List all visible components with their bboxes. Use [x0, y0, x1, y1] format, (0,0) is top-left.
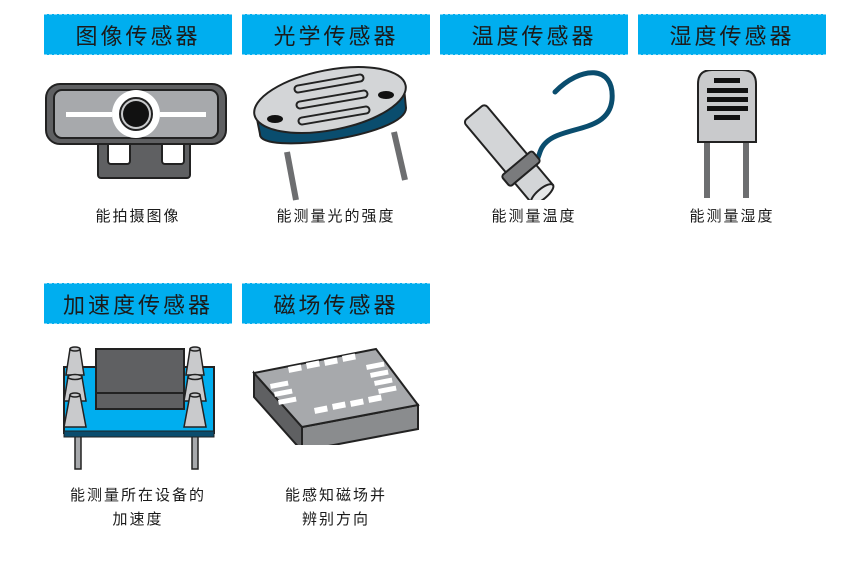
humidity-sensor-icon	[697, 70, 757, 198]
magnetometer-chip-icon	[252, 347, 420, 445]
sensor-title-banner: 磁场传感器	[242, 283, 430, 324]
caption-line: 能测量光的强度	[276, 207, 396, 225]
sensor-title-banner: 湿度传感器	[638, 14, 826, 55]
photoresistor-icon	[253, 66, 408, 201]
caption-line: 能感知磁场并	[284, 486, 387, 504]
sensor-card-image: 图像传感器 能拍摄图像	[44, 14, 232, 225]
sensor-caption: 能测量所在设备的 加速度	[44, 483, 232, 531]
sensor-card-magnetic: 磁场传感器 能感知磁场并 辨别方向	[242, 283, 430, 528]
sensor-title-banner: 光学传感器	[242, 14, 430, 55]
sensor-caption: 能测量温度	[440, 204, 628, 228]
sensor-card-acceleration: 加速度传感器 能测量所在设备的 加速度	[44, 283, 232, 528]
sensor-title-banner: 加速度传感器	[44, 283, 232, 324]
sensor-card-light: 光学传感器 能测量光的强度	[242, 14, 430, 225]
caption-line: 辨别方向	[301, 510, 370, 528]
sensor-title-banner: 图像传感器	[44, 14, 232, 55]
caption-line: 能测量温度	[491, 207, 577, 225]
sensor-card-humidity: 湿度传感器 能测量湿度	[638, 14, 826, 225]
caption-line: 能测量所在设备的	[69, 486, 206, 504]
sensor-caption: 能测量光的强度	[242, 204, 430, 228]
caption-line: 能拍摄图像	[95, 207, 181, 225]
caption-line: 加速度	[112, 510, 164, 528]
sensor-card-temperature: 温度传感器 能测量温度	[440, 14, 628, 225]
sensor-caption: 能拍摄图像	[44, 204, 232, 228]
caption-line: 能测量湿度	[689, 207, 775, 225]
accelerometer-board-icon	[63, 346, 215, 470]
sensor-title-banner: 温度传感器	[440, 14, 628, 55]
sensor-caption: 能测量湿度	[638, 204, 826, 228]
webcam-icon	[45, 83, 227, 179]
temperature-probe-icon	[463, 70, 615, 200]
sensor-caption: 能感知磁场并 辨别方向	[242, 483, 430, 531]
